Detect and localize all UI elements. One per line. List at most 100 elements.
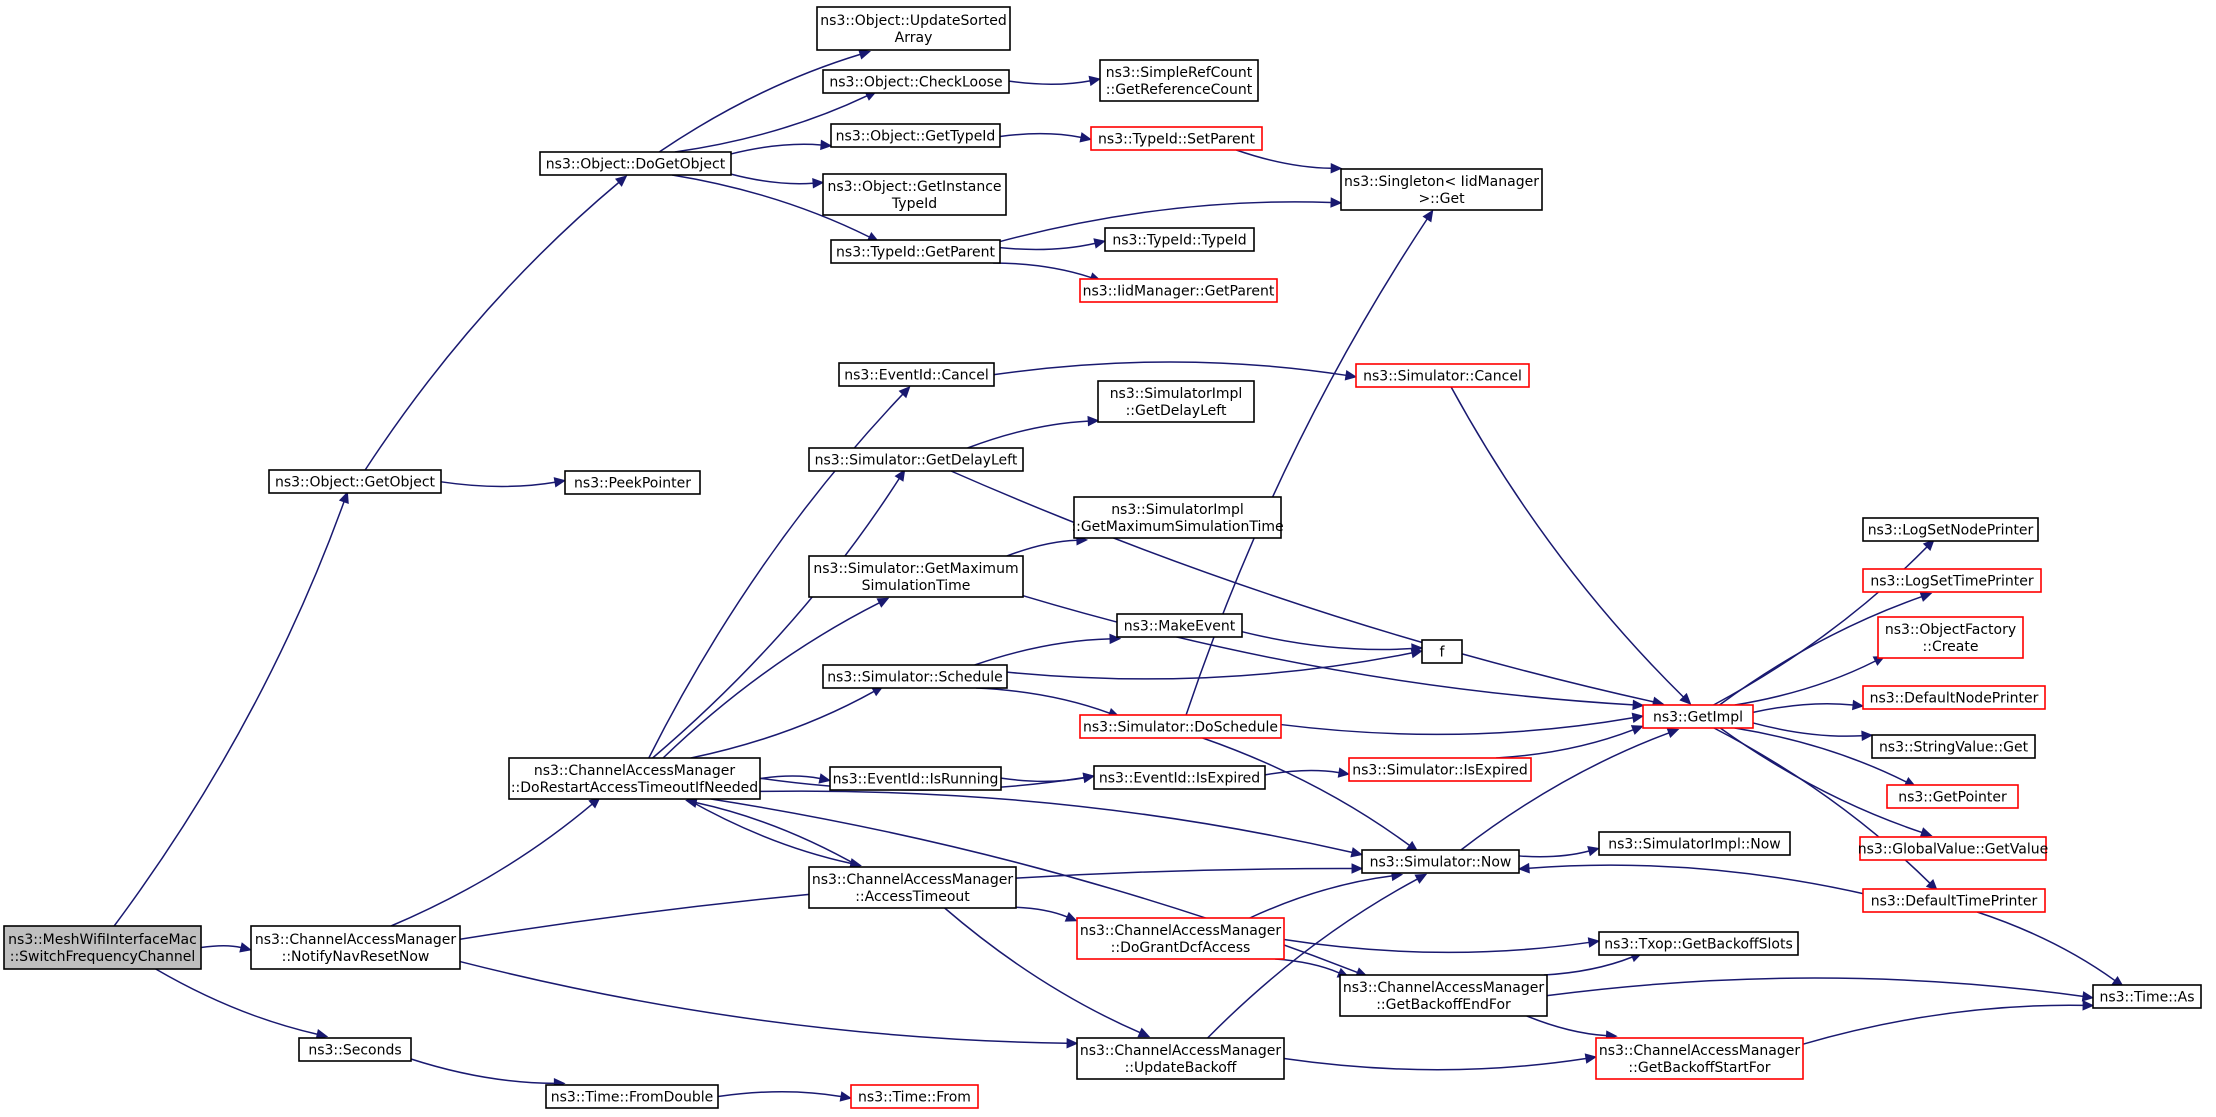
edge-line xyxy=(1264,769,1340,776)
node-dogetobject[interactable]: ns3::Object::DoGetObject xyxy=(539,151,732,176)
edge-line xyxy=(1495,729,1634,759)
node-accesstimeout[interactable]: ns3::ChannelAccessManager::AccessTimeout xyxy=(808,866,1017,909)
node-simnow[interactable]: ns3::Simulator::Now xyxy=(1361,849,1520,874)
node-setparent[interactable]: ns3::TypeId::SetParent xyxy=(1090,126,1263,151)
node-getpointer[interactable]: ns3::GetPointer xyxy=(1886,784,2019,809)
node-box xyxy=(1076,1037,1285,1080)
node-eventisexpired[interactable]: ns3::EventId::IsExpired xyxy=(1093,765,1266,790)
edge-line xyxy=(1283,1057,1587,1071)
node-eventcancel[interactable]: ns3::EventId::Cancel xyxy=(838,362,995,387)
node-implnow[interactable]: ns3::SimulatorImpl::Now xyxy=(1598,831,1791,856)
arrowhead-icon xyxy=(1087,415,1100,427)
node-defaulttimeprinter[interactable]: ns3::DefaultTimePrinter xyxy=(1862,888,2046,913)
node-label: ::GetBackoffEndFor xyxy=(1376,997,1511,1013)
edge-setparent-to-singletonget xyxy=(1236,149,1343,174)
node-txopslots[interactable]: ns3::Txop::GetBackoffSlots xyxy=(1598,931,1799,956)
node-box xyxy=(1076,917,1285,960)
edge-simgetdelayleft-to-implgetdelayleft xyxy=(967,415,1100,449)
node-objfactorycreate[interactable]: ns3::ObjectFactory::Create xyxy=(1877,616,2024,659)
node-peekpointer[interactable]: ns3::PeekPointer xyxy=(564,470,701,495)
arrowhead-icon xyxy=(1137,1027,1151,1038)
edge-root-to-notifynav xyxy=(200,942,252,953)
node-checkloose[interactable]: ns3::Object::CheckLoose xyxy=(822,69,1010,94)
node-root[interactable]: ns3::MeshWifiInterfaceMac::SwitchFrequen… xyxy=(3,925,202,970)
node-fromdouble[interactable]: ns3::Time::FromDouble xyxy=(545,1084,719,1109)
node-defaultnodeprinter[interactable]: ns3::DefaultNodePrinter xyxy=(1862,685,2046,710)
edge-line xyxy=(1752,702,1854,714)
node-implgetmaxsim[interactable]: ns3::SimulatorImpl::GetMaximumSimulation… xyxy=(1071,496,1284,539)
node-timeas[interactable]: ns3::Time::As xyxy=(2092,984,2202,1009)
node-typeidgetparent[interactable]: ns3::TypeId::GetParent xyxy=(830,239,1001,264)
node-notifynav[interactable]: ns3::ChannelAccessManager::NotifyNavRese… xyxy=(250,925,461,970)
node-iidgetparent[interactable]: ns3::IidManager::GetParent xyxy=(1079,278,1278,303)
node-logtimeprinter[interactable]: ns3::LogSetTimePrinter xyxy=(1862,568,2042,593)
edge-typeidgetparent-to-typeidtypeid xyxy=(999,238,1106,251)
node-label: ns3::SimulatorImpl xyxy=(1111,502,1244,518)
edge-line xyxy=(999,242,1096,251)
node-backoffendfor[interactable]: ns3::ChannelAccessManager::GetBackoffEnd… xyxy=(1339,974,1548,1017)
node-box xyxy=(268,469,442,494)
node-label: ::GetReferenceCount xyxy=(1106,82,1253,98)
edge-backoffstartfor-to-timeas xyxy=(1802,1000,2095,1045)
edge-line xyxy=(652,478,900,759)
node-lognodeprinter[interactable]: ns3::LogSetNodePrinter xyxy=(1862,517,2039,542)
node-label: ns3::SimulatorImpl::Now xyxy=(1608,837,1781,853)
node-updatebackoff[interactable]: ns3::ChannelAccessManager::UpdateBackoff xyxy=(1076,1037,1285,1080)
node-simgetdelayleft[interactable]: ns3::Simulator::GetDelayLeft xyxy=(808,447,1024,472)
edge-simdoschedule-to-getimpl xyxy=(1280,712,1645,736)
node-objgettypeid[interactable]: ns3::Object::GetTypeId xyxy=(830,123,1001,148)
node-simisexpired[interactable]: ns3::Simulator::IsExpired xyxy=(1348,757,1532,782)
node-box xyxy=(1862,568,2042,593)
edge-line xyxy=(1526,1015,1607,1037)
edge-line xyxy=(1450,386,1684,698)
edge-line xyxy=(999,132,1082,139)
arrowhead-icon xyxy=(1351,863,1364,874)
node-box xyxy=(1099,59,1259,102)
node-makeevent[interactable]: ns3::MakeEvent xyxy=(1116,613,1243,638)
node-simdoschedule[interactable]: ns3::Simulator::DoSchedule xyxy=(1079,714,1282,739)
edge-line xyxy=(976,687,1110,714)
node-getimpl[interactable]: ns3::GetImpl xyxy=(1642,704,1754,729)
edge-line xyxy=(648,393,904,759)
node-eventisrunning[interactable]: ns3::EventId::IsRunning xyxy=(829,766,1002,791)
node-simschedule[interactable]: ns3::Simulator::Schedule xyxy=(822,664,1008,689)
node-box xyxy=(1642,704,1754,729)
edge-line xyxy=(1543,956,1633,976)
node-dogrant[interactable]: ns3::ChannelAccessManager::DoGrantDcfAcc… xyxy=(1076,917,1285,960)
node-box xyxy=(822,664,1008,689)
node-backoffstartfor[interactable]: ns3::ChannelAccessManager::GetBackoffSta… xyxy=(1595,1037,1804,1080)
node-label: ::UpdateBackoff xyxy=(1125,1060,1237,1076)
node-implgetdelayleft[interactable]: ns3::SimulatorImpl::GetDelayLeft xyxy=(1097,380,1255,423)
edge-line xyxy=(410,1058,555,1085)
edge-root-to-getobject xyxy=(113,491,349,927)
arrowhead-icon xyxy=(1093,238,1106,249)
node-f[interactable]: f xyxy=(1421,639,1463,664)
arrowhead-icon xyxy=(1344,370,1358,381)
arrowhead-icon xyxy=(818,773,831,784)
node-label: ns3::Seconds xyxy=(308,1043,401,1059)
node-getrefcount[interactable]: ns3::SimpleRefCount::GetReferenceCount xyxy=(1099,59,1259,102)
node-label: ns3::Simulator::GetDelayLeft xyxy=(815,453,1018,469)
node-seconds[interactable]: ns3::Seconds xyxy=(298,1037,412,1062)
arrowhead-icon xyxy=(1082,772,1096,784)
arrowhead-icon xyxy=(1330,162,1343,174)
node-simcancel[interactable]: ns3::Simulator::Cancel xyxy=(1355,363,1530,388)
node-singletonget[interactable]: ns3::Singleton< IidManager >::Get xyxy=(1340,168,1543,211)
node-simgetmax[interactable]: ns3::Simulator::GetMaximumSimulationTime xyxy=(808,555,1024,598)
node-box xyxy=(1355,363,1530,388)
node-globalvaluegetvalue[interactable]: ns3::GlobalValue::GetValue xyxy=(1858,836,2048,861)
edge-line xyxy=(662,602,880,759)
node-box xyxy=(1093,765,1266,790)
node-getobject[interactable]: ns3::Object::GetObject xyxy=(268,469,442,494)
node-label: ns3::ChannelAccessManager xyxy=(255,932,457,948)
node-timefrom[interactable]: ns3::Time::From xyxy=(850,1084,979,1109)
edge-simnow-to-getimpl xyxy=(1460,728,1680,851)
node-stringvalueget[interactable]: ns3::StringValue::Get xyxy=(1871,734,2036,759)
node-box xyxy=(1116,613,1243,638)
edge-line xyxy=(658,53,861,153)
node-typeidtypeid[interactable]: ns3::TypeId::TypeId xyxy=(1104,227,1255,252)
node-label: ns3::Object::GetInstance xyxy=(827,179,1001,195)
node-domrestart[interactable]: ns3::ChannelAccessManager::DoRestartAcce… xyxy=(508,757,761,800)
